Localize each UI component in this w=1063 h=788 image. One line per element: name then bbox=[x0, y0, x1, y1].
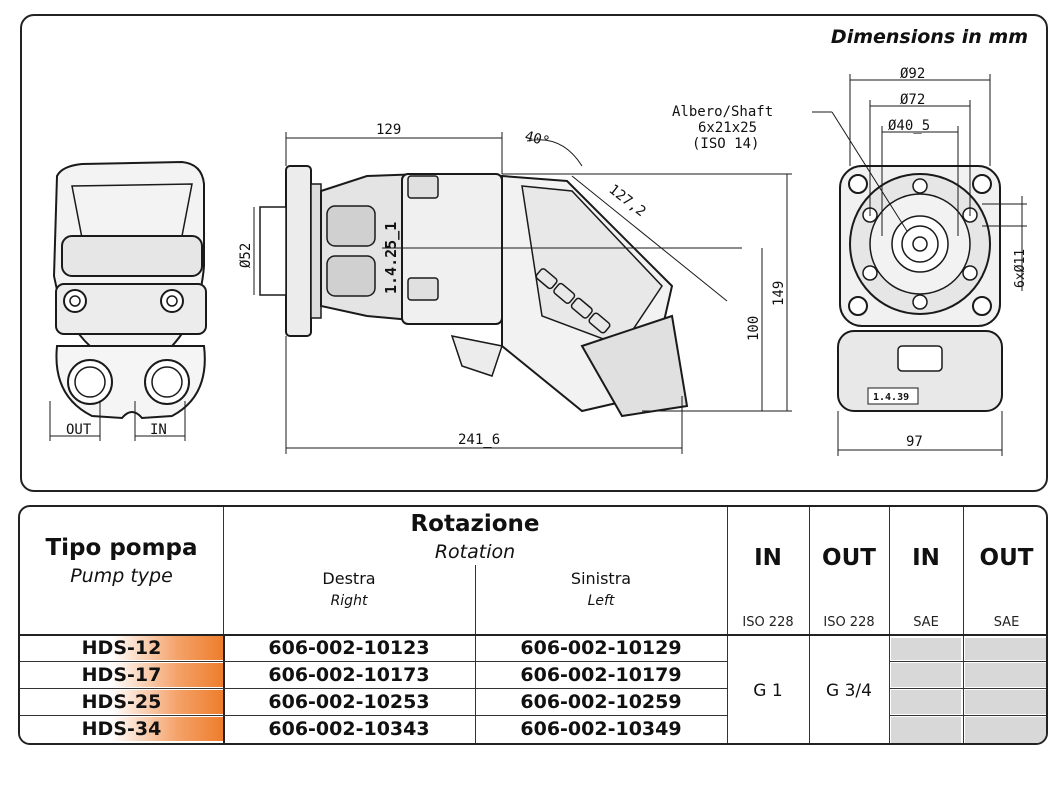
dim-97: 97 bbox=[906, 434, 923, 450]
side-out-label: OUT bbox=[66, 422, 92, 438]
pump-technical-drawing: OUT IN bbox=[49, 66, 1028, 456]
in-thread-cell: G 1 bbox=[753, 681, 783, 701]
shaft-label-2: 6x21x25 bbox=[698, 120, 757, 136]
dim-92: Ø92 bbox=[900, 66, 925, 82]
shaft-label-3: (ISO 14) bbox=[692, 136, 759, 152]
sae-out-cell bbox=[965, 638, 1046, 660]
pump-cell: HDS-17 bbox=[20, 663, 223, 687]
left-header: Sinistra bbox=[570, 569, 632, 588]
dim-127: 127,2 bbox=[606, 182, 649, 221]
shaft-label-1: Albero/Shaft bbox=[672, 104, 773, 120]
col-out-sae-header: OUT bbox=[979, 545, 1034, 571]
col-out-iso-header: OUT bbox=[822, 545, 876, 571]
out-thread-cell: G 3/4 bbox=[826, 681, 872, 701]
sae-in-cell bbox=[891, 638, 961, 660]
side-in-label: IN bbox=[150, 422, 167, 438]
dim-129: 129 bbox=[376, 122, 401, 138]
pump-side-view bbox=[49, 160, 207, 441]
dim-72: Ø72 bbox=[900, 92, 925, 108]
dim-405: Ø40_5 bbox=[888, 118, 930, 134]
rotation-header: Rotazione bbox=[410, 511, 540, 537]
rotation-header-en: Rotation bbox=[434, 541, 516, 563]
left-code-cell: 606-002-10129 bbox=[520, 637, 682, 659]
right-code-cell: 606-002-10343 bbox=[268, 718, 430, 740]
col-in-sae-std: SAE bbox=[913, 615, 939, 630]
dim-angle: 40° bbox=[523, 128, 552, 150]
table-divider bbox=[889, 507, 890, 743]
pump-main-view bbox=[253, 132, 792, 454]
pump-parts-table: Tipo pompa Pump type Rotazione Rotation … bbox=[18, 505, 1048, 745]
left-code-cell: 606-002-10179 bbox=[520, 664, 682, 686]
pump-cell: HDS-25 bbox=[20, 690, 223, 714]
table-divider bbox=[475, 565, 476, 743]
dim-149: 149 bbox=[771, 281, 787, 306]
table-row-divider bbox=[20, 688, 727, 689]
dim-100: 100 bbox=[746, 316, 762, 341]
sae-out-cell bbox=[965, 690, 1046, 714]
table-divider bbox=[727, 507, 728, 743]
left-code-cell: 606-002-10259 bbox=[520, 691, 682, 713]
table-row-divider bbox=[20, 715, 727, 716]
table-row-divider bbox=[889, 661, 1046, 662]
sae-in-cell bbox=[891, 717, 961, 743]
sae-in-cell bbox=[891, 663, 961, 687]
right-code-cell: 606-002-10173 bbox=[268, 664, 430, 686]
dim-11: 6xØ11 bbox=[1013, 249, 1028, 288]
col-in-sae-header: IN bbox=[912, 545, 940, 571]
front-plate-label: 1.4.39 bbox=[873, 392, 909, 403]
table-row-divider bbox=[889, 715, 1046, 716]
right-header: Destra bbox=[322, 569, 376, 588]
table-divider bbox=[963, 507, 964, 743]
pump-cell: HDS-34 bbox=[20, 717, 223, 741]
right-code-cell: 606-002-10123 bbox=[268, 637, 430, 659]
pump-type-header-en: Pump type bbox=[70, 565, 173, 587]
dimensions-title: Dimensions in mm bbox=[830, 26, 1028, 48]
sae-out-cell bbox=[965, 663, 1046, 687]
col-out-sae-std: SAE bbox=[993, 615, 1020, 630]
dim-1425: 1.4.25_1 bbox=[382, 222, 400, 294]
col-in-iso-std: ISO 228 bbox=[742, 615, 794, 630]
pump-front-view bbox=[812, 74, 1027, 456]
col-out-iso-std: ISO 228 bbox=[823, 615, 875, 630]
table-header-divider bbox=[20, 634, 1046, 636]
right-header-en: Right bbox=[330, 593, 368, 609]
table-divider bbox=[809, 507, 810, 743]
dim-52: Ø52 bbox=[238, 243, 254, 268]
pump-cell: HDS-12 bbox=[20, 636, 223, 660]
sae-in-cell bbox=[891, 690, 961, 714]
col-in-iso-header: IN bbox=[754, 545, 782, 571]
table-row-divider bbox=[20, 661, 727, 662]
table-divider bbox=[223, 507, 224, 634]
drawing-panel: Dimensions in mm OUT IN bbox=[20, 14, 1048, 492]
pump-type-header: Tipo pompa bbox=[45, 535, 198, 561]
left-header-en: Left bbox=[587, 593, 615, 609]
sae-out-cell bbox=[965, 717, 1046, 743]
left-code-cell: 606-002-10349 bbox=[520, 718, 682, 740]
right-code-cell: 606-002-10253 bbox=[268, 691, 430, 713]
table-row-divider bbox=[889, 688, 1046, 689]
dim-2416: 241_6 bbox=[458, 432, 500, 448]
